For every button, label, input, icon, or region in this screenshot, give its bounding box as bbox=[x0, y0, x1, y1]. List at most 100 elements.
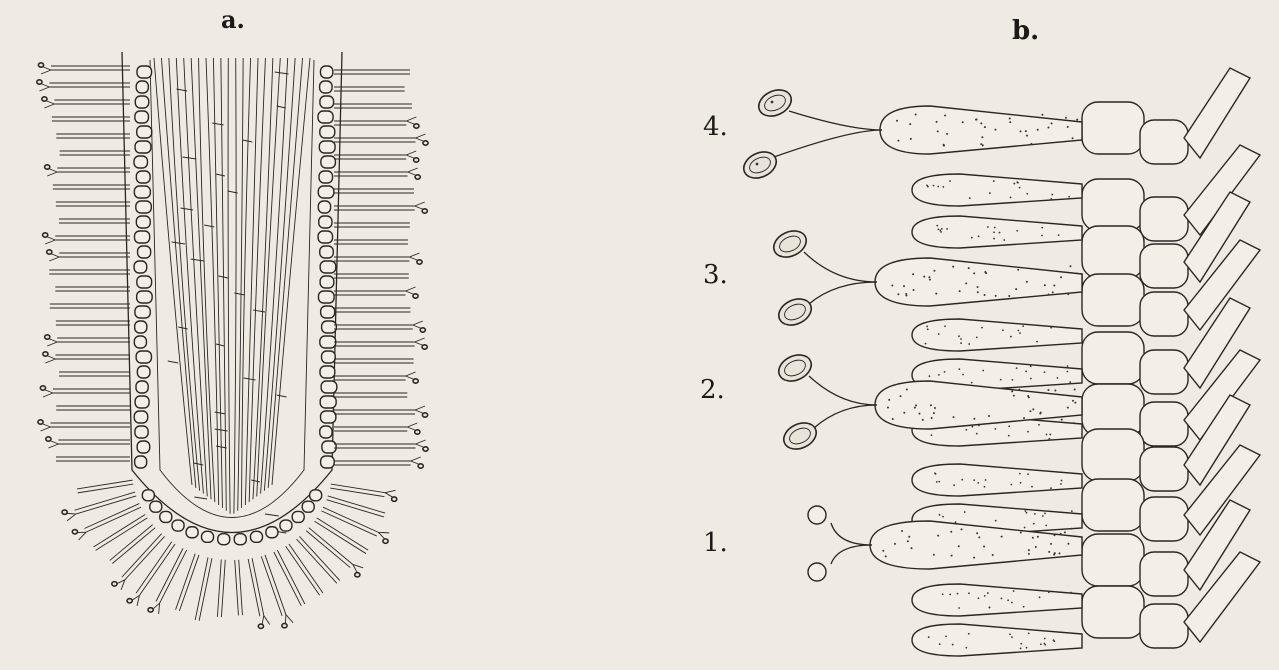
basidium-wall bbox=[306, 531, 350, 568]
sterigma bbox=[408, 168, 418, 172]
sterigma bbox=[416, 134, 426, 138]
cytoplasm-granule bbox=[1000, 379, 1002, 381]
cytoplasm-granule bbox=[949, 593, 951, 595]
sterigma bbox=[385, 490, 396, 492]
cytoplasm-granule bbox=[1026, 512, 1028, 514]
cytoplasm-granule bbox=[1051, 194, 1053, 196]
cytoplasm-granule bbox=[1057, 377, 1059, 379]
cytoplasm-granule bbox=[1009, 121, 1011, 123]
subhymenial-cell bbox=[136, 351, 151, 363]
cytoplasm-granule bbox=[913, 289, 915, 291]
cytoplasm-granule bbox=[897, 293, 899, 295]
subhymenial-cell bbox=[160, 511, 172, 522]
cytoplasm-granule bbox=[1019, 187, 1021, 189]
cytoplasm-granule bbox=[984, 271, 986, 273]
basidium-wall bbox=[286, 546, 320, 595]
trama-hypha bbox=[234, 58, 236, 514]
sterigma bbox=[47, 342, 57, 346]
cytoplasm-granule bbox=[888, 399, 890, 401]
cytoplasm-granule bbox=[969, 197, 971, 199]
cytoplasm-granule bbox=[976, 433, 978, 435]
panel-a-label: a. bbox=[221, 8, 245, 32]
cytoplasm-granule bbox=[1027, 395, 1029, 397]
subhymenial-cell bbox=[135, 141, 151, 153]
cytoplasm-granule bbox=[1030, 365, 1032, 367]
cytoplasm-granule bbox=[928, 636, 930, 638]
cytoplasm-granule bbox=[1041, 235, 1043, 237]
cytoplasm-granule bbox=[1058, 552, 1060, 554]
cytoplasm-granule bbox=[933, 412, 935, 414]
cytoplasm-granule bbox=[978, 536, 980, 538]
cytoplasm-granule bbox=[1008, 425, 1010, 427]
cytoplasm-granule bbox=[908, 536, 910, 538]
panel-a-gill-section bbox=[37, 52, 428, 628]
cytoplasm-granule bbox=[929, 375, 931, 377]
spore bbox=[47, 250, 52, 254]
cytoplasm-granule bbox=[946, 133, 948, 135]
cytoplasm-granule bbox=[976, 532, 978, 534]
cytoplasm-granule bbox=[987, 226, 989, 228]
cytoplasm-granule bbox=[1028, 553, 1030, 555]
hypha-septum bbox=[194, 463, 203, 465]
cytoplasm-granule bbox=[896, 120, 898, 122]
spore-nucleus bbox=[771, 101, 774, 104]
cytoplasm-granule bbox=[942, 516, 944, 518]
cytoplasm-granule bbox=[1009, 633, 1011, 635]
cytoplasm-granule bbox=[944, 114, 946, 116]
basidium bbox=[317, 518, 368, 550]
subhymenial-cell bbox=[302, 501, 314, 512]
paraphysis bbox=[912, 216, 1082, 248]
trama-hypha bbox=[184, 58, 208, 496]
sterigma bbox=[409, 253, 419, 257]
cytoplasm-granule bbox=[1035, 546, 1037, 548]
panel-b-basidia-detail bbox=[740, 68, 1260, 656]
cytoplasm-granule bbox=[1008, 295, 1010, 297]
spore bbox=[422, 345, 427, 349]
cytoplasm-granule bbox=[935, 293, 937, 295]
subhymenial-cell bbox=[320, 366, 335, 378]
spore bbox=[413, 379, 418, 383]
tramal-cell bbox=[1140, 197, 1188, 241]
cytoplasm-granule bbox=[939, 514, 941, 516]
cytoplasm-granule bbox=[978, 235, 980, 237]
cytoplasm-granule bbox=[984, 595, 986, 597]
basidium bbox=[323, 507, 378, 532]
stage-4-label: 4. bbox=[703, 114, 728, 140]
subhymenial-cell bbox=[320, 96, 334, 108]
cytoplasm-granule bbox=[1071, 528, 1073, 530]
trama-hypha bbox=[221, 58, 226, 511]
subhymenial-cell bbox=[321, 306, 335, 318]
cytoplasm-granule bbox=[1073, 422, 1075, 424]
cytoplasm-granule bbox=[973, 479, 975, 481]
cytoplasm-granule bbox=[964, 511, 966, 513]
spore bbox=[282, 623, 287, 627]
cytoplasm-granule bbox=[892, 418, 894, 420]
cytoplasm-granule bbox=[1015, 288, 1017, 290]
spore bbox=[43, 352, 48, 356]
cytoplasm-granule bbox=[1049, 434, 1051, 436]
hypha-septum bbox=[277, 106, 286, 108]
subhymenial-cell bbox=[310, 490, 322, 501]
cytoplasm-granule bbox=[1068, 196, 1070, 198]
tramal-cell bbox=[1082, 332, 1144, 384]
subhymenial-cell bbox=[320, 246, 334, 258]
cytoplasm-granule bbox=[1020, 531, 1022, 533]
cytoplasm-granule bbox=[1067, 365, 1069, 367]
cytoplasm-granule bbox=[1046, 434, 1048, 436]
cytoplasm-granule bbox=[1011, 636, 1013, 638]
spore bbox=[780, 418, 821, 454]
cytoplasm-granule bbox=[900, 395, 902, 397]
basidium bbox=[328, 496, 385, 513]
cytoplasm-granule bbox=[911, 547, 913, 549]
cytoplasm-granule bbox=[936, 225, 938, 227]
subhymenial-cell bbox=[135, 306, 150, 318]
sterigma bbox=[41, 427, 51, 431]
cytoplasm-granule bbox=[1038, 424, 1040, 426]
subhymenial-cell bbox=[266, 527, 278, 538]
cytoplasm-granule bbox=[1037, 129, 1039, 131]
cytoplasm-granule bbox=[891, 284, 893, 286]
tramal-cell bbox=[1140, 447, 1188, 491]
spore bbox=[415, 175, 420, 179]
spore bbox=[258, 624, 263, 628]
tramal-cell bbox=[1140, 497, 1188, 541]
